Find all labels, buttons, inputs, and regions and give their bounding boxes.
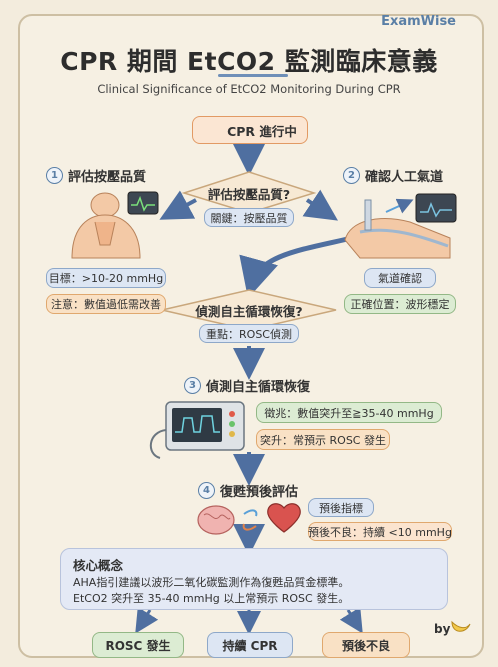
etco2-monitor-illustration — [150, 401, 245, 459]
step2-label: 確認人工氣道 — [365, 170, 444, 185]
outcome-rosc: ROSC 發生 — [92, 632, 184, 658]
arrow-step2-to-decision2 — [239, 235, 353, 299]
brand-logo: ExamWise — [381, 14, 456, 29]
outcome-poor-prognosis: 預後不良 — [322, 632, 410, 658]
arrow-to-step1 — [159, 190, 197, 220]
arrow-to-rosc — [135, 606, 159, 634]
step1-label: 評估按壓品質 — [68, 170, 147, 185]
cpr-start-label: CPR 進行中 — [227, 123, 297, 139]
signature-label: by — [434, 622, 451, 636]
arrow-to-poor — [339, 606, 363, 634]
step1-number: 1 — [46, 167, 63, 184]
page-subtitle: Clinical Significance of EtCO2 Monitorin… — [97, 82, 401, 96]
step3-label: 偵測自主循環恢復 — [206, 380, 311, 395]
core-concept-title: 核心概念 — [73, 558, 124, 573]
page-title: CPR 期間 EtCO2 監測臨床意義 — [60, 47, 438, 76]
core-concept-box: 核心概念 AHA指引建議以波形二氧化碳監測作為復甦品質金標準。 EtCO2 突升… — [60, 548, 448, 610]
step4-label: 復甦預後評估 — [220, 485, 299, 500]
step3-sign: 徵兆：數值突升至≧35-40 mmHg — [256, 402, 442, 423]
chest-compression-illustration — [71, 191, 159, 259]
step4-number: 4 — [198, 482, 215, 499]
title-underline — [218, 74, 288, 77]
step4-heading: 4 復甦預後評估 — [198, 481, 298, 500]
decision1-question: 評估按壓品質? — [207, 187, 291, 202]
step4-indicator: 預後指標 — [308, 498, 374, 517]
step1-caution: 注意：數值過低需改善 — [46, 294, 166, 314]
airway-illustration — [344, 193, 457, 259]
step1-target: 目標：>10-20 mmHg — [46, 268, 166, 288]
step3-heading: 3 偵測自主循環恢復 — [184, 376, 310, 395]
step3-rise: 突升：常預示 ROSC 發生 — [256, 429, 390, 450]
step2-number: 2 — [343, 167, 360, 184]
brain-heart-illustration — [197, 503, 301, 535]
core-concept-line1: AHA指引建議以波形二氧化碳監測作為復甦品質金標準。 — [73, 576, 350, 589]
banana-icon — [451, 620, 471, 632]
step4-poor: 預後不良：持續 <10 mmHg — [308, 522, 452, 541]
decision1-note: 關鍵：按壓品質 — [204, 208, 294, 227]
decision2-question: 偵測自主循環恢復? — [195, 304, 303, 319]
cpr-start-node: CPR 進行中 — [192, 116, 308, 144]
step3-number: 3 — [184, 377, 201, 394]
outcome-continue-cpr: 持續 CPR — [207, 632, 293, 658]
core-concept-line2: EtCO2 突升至 35-40 mmHg 以上常預示 ROSC 發生。 — [73, 592, 350, 605]
step1-heading: 1 評估按壓品質 — [46, 166, 146, 185]
decision2-note: 重點：ROSC偵測 — [199, 324, 299, 343]
step2-position: 正確位置：波形穩定 — [344, 294, 456, 314]
arrow-to-step2 — [302, 189, 338, 221]
step2-confirm: 氣道確認 — [364, 268, 436, 288]
step2-heading: 2 確認人工氣道 — [343, 166, 443, 185]
